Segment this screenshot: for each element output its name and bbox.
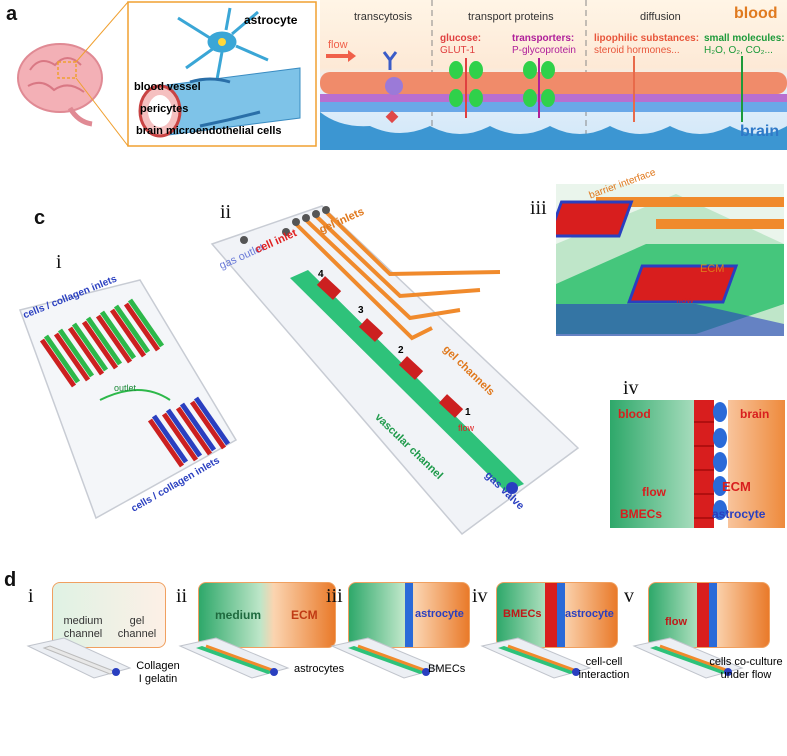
label-lipophilic-text: steroid hormones...: [594, 45, 680, 56]
panel-d-letter: d: [4, 569, 17, 591]
step-ii-inset: medium ECM: [198, 582, 336, 648]
label-small-text: H₂O, O₂, CO₂...: [704, 45, 773, 56]
panel-c-sub-iv: iv: [623, 377, 639, 399]
astrocyte-strip: [405, 583, 413, 647]
section-transcytosis: transcytosis: [354, 11, 413, 23]
label-iv-bmecs: BMECs: [620, 507, 663, 521]
brain-icon: [17, 43, 103, 127]
step-iii-roman: iii: [326, 585, 343, 607]
bmec-strip: [545, 583, 557, 647]
step-ii-caption: astrocytes: [294, 663, 345, 675]
label-iii-ecm: ECM: [700, 263, 725, 275]
label-iv-ecm: ECM: [722, 479, 751, 494]
step-ii-chip: [178, 637, 290, 679]
step-iv-caption: cell-cell interaction: [578, 656, 630, 682]
transcytosis-vesicle-icon: [382, 51, 403, 124]
chamber-number-2: 2: [398, 345, 404, 356]
chamber-number-4: 4: [318, 269, 324, 280]
step-v-chip: [632, 637, 744, 679]
glut1-transporter-icon: [449, 61, 483, 107]
zoom-line-top: [75, 1, 129, 63]
label-small-title: small molecules:: [704, 33, 785, 44]
label-transporters-title: transporters:: [512, 33, 575, 44]
step-iv-chip: [480, 637, 592, 679]
pgp-transporter-icon: [523, 61, 555, 107]
step-iii-chip: [330, 637, 442, 679]
step-ii-right-label: ECM: [291, 608, 318, 622]
panel-c-sub-iii: iii: [530, 197, 547, 219]
port-icon: [240, 206, 330, 244]
zoom-line-bottom: [75, 77, 129, 147]
label-glucose-text: GLUT-1: [440, 45, 476, 56]
label-astrocyte: astrocyte: [244, 13, 298, 27]
step-i-chip: [26, 637, 132, 679]
chip-array-illustration: [19, 279, 238, 520]
astrocyte-strip: [709, 583, 717, 647]
astrocyte-column: [713, 402, 727, 520]
label-blood: blood: [734, 5, 778, 22]
step-v-roman: v: [624, 585, 634, 607]
step-v-inset: flow: [648, 582, 770, 648]
step-i-caption: Collagen I gelatin: [136, 660, 180, 686]
panel-c-sub-ii: ii: [220, 201, 232, 223]
bmec-strip: [697, 583, 709, 647]
culture-chamber: [316, 276, 464, 418]
label-iv-brain: brain: [740, 407, 770, 421]
step-i-inset: medium channel gel channel: [52, 582, 166, 648]
step-i-left-label: medium channel: [63, 615, 103, 640]
label-outlet: outlet: [114, 383, 137, 393]
step-iii-right-label: astrocyte: [415, 608, 464, 620]
step-i-right-label: gel channel: [117, 615, 157, 640]
label-bmec: brain microendothelial cells: [136, 125, 282, 137]
step-iv-right-label: astrocyte: [565, 608, 614, 620]
gel-channels: [294, 210, 501, 341]
barrier-section-illustration: [610, 400, 785, 528]
label-blood-vessel: blood vessel: [134, 81, 201, 93]
astrocyte-strip: [557, 583, 565, 647]
step-i-roman: i: [28, 585, 34, 607]
gas-valve-icon: [506, 482, 518, 494]
outlet-tubing: [99, 389, 171, 401]
panel-b-illustration: [320, 0, 787, 150]
label-iv-astrocyte: astrocyte: [712, 507, 766, 521]
label-glucose-title: glucose:: [440, 33, 482, 44]
step-iv-inset: BMECs astrocyte: [496, 582, 618, 648]
step-ii-roman: ii: [176, 585, 188, 607]
section-diffusion: diffusion: [640, 11, 681, 23]
vascular-channel: [290, 270, 524, 492]
bmec-column: [694, 400, 714, 528]
label-flow: flow: [328, 39, 348, 51]
chamber-number-3: 3: [358, 305, 364, 316]
chamber-number-1: 1: [465, 407, 471, 418]
blood-vessel-icon: [138, 67, 301, 138]
label-iii-flow: flow: [676, 295, 694, 306]
step-v-caption: cells co-culture under flow: [709, 656, 783, 682]
step-iv-left-label: BMECs: [503, 608, 542, 620]
step-iv-roman: iv: [472, 585, 488, 607]
label-ii-flow: flow: [458, 423, 475, 433]
label-iv-blood: blood: [618, 407, 651, 421]
label-lipophilic-title: lipophilic substances:: [594, 33, 700, 44]
lower-channel-array: [147, 396, 231, 468]
single-chip-illustration: [210, 205, 580, 536]
panel-c-letter: c: [34, 207, 46, 229]
panel-c-sub-i: i: [56, 251, 62, 273]
upper-channel-array: [39, 298, 165, 388]
bmec-monolayer: [556, 200, 739, 304]
label-brain: brain: [740, 123, 780, 140]
step-v-left-label: flow: [665, 616, 687, 628]
label-transporters-text: P-glycoprotein: [512, 45, 576, 56]
step-iii-caption: BMECs: [428, 663, 466, 675]
step-iii-inset: astrocyte: [348, 582, 470, 648]
panel-a-letter: a: [6, 3, 18, 25]
astrocyte-icon: [177, 7, 269, 97]
label-pericytes: pericytes: [140, 103, 189, 115]
label-iv-flow: flow: [642, 485, 666, 499]
section-transport-proteins: transport proteins: [468, 11, 554, 23]
panel-a-illustration: [17, 1, 317, 147]
barrier-zoom-illustration: [556, 184, 784, 336]
step-ii-left-label: medium: [215, 608, 262, 622]
